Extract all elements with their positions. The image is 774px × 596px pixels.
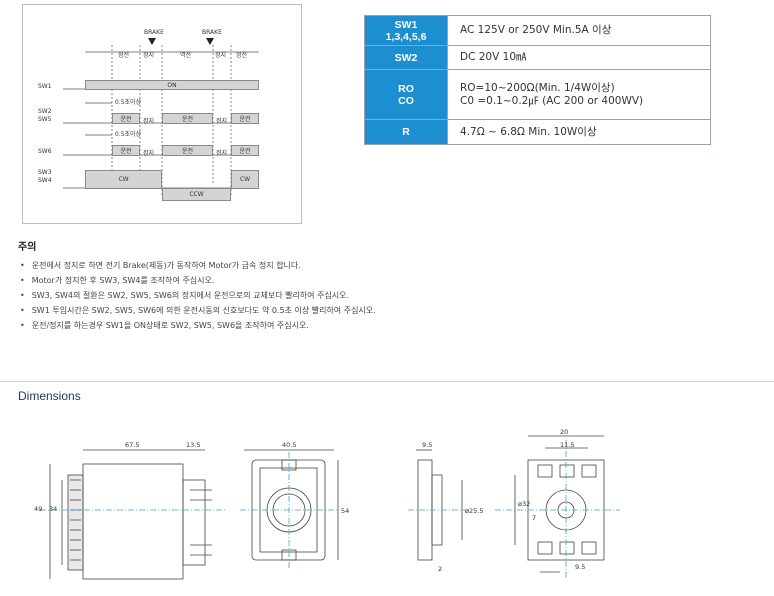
cw-bar-1: CW (85, 170, 162, 189)
phase-reverse: 역전 (180, 52, 192, 59)
dim-socket-top-bottom: 9.5 (575, 563, 586, 571)
sw6-run-1: 운전 (112, 145, 140, 156)
sw5-stop-2: 정지 (216, 118, 228, 125)
sw6-stop-1: 정지 (143, 150, 155, 157)
dim-side-inner: 34 (49, 505, 58, 513)
dim-front-width: 40.5 (282, 441, 297, 449)
dim-socket-top-width: 20 (560, 428, 569, 436)
dim-side-pins: 13.5 (186, 441, 201, 449)
signal-sw4: SW4 (38, 177, 52, 184)
ccw-bar: CCW (162, 188, 231, 201)
sw1-on-bar: ON (85, 80, 259, 90)
phase-stop-1: 정지 (143, 52, 155, 59)
dimensions-title: Dimensions (18, 389, 81, 403)
dim-socket-side-width: 9.5 (422, 441, 433, 449)
sw5-run-2: 운전 (162, 113, 213, 124)
dim-side-height: 49 (34, 505, 43, 513)
notes-list: 운전에서 정지로 하면 전기 Brake(제동)가 동작하여 Motor가 급속… (18, 258, 376, 333)
delay-label-2: 0.5초이상 (115, 131, 142, 138)
signal-sw1: SW1 (38, 83, 52, 90)
timing-chart: BRAKE BRAKE 정전 정지 역전 정지 정전 SW1 ON SW2 SW… (22, 4, 302, 224)
dim-socket-top-dia: ø32 (518, 500, 531, 508)
spec-row-sw2: SW2 DC 20V 10㎃ (364, 45, 711, 70)
dim-socket-side-dia: ø25.5 (465, 507, 484, 515)
spec-value: DC 20V 10㎃ (447, 45, 711, 70)
dimension-drawings (40, 435, 620, 580)
spec-key: R (364, 119, 448, 145)
sw5-stop-1: 정지 (143, 118, 155, 125)
sw6-stop-2: 정지 (216, 150, 228, 157)
spec-value: 4.7Ω ~ 6.8Ω Min. 10W이상 (447, 119, 711, 145)
spec-row-r: R 4.7Ω ~ 6.8Ω Min. 10W이상 (364, 119, 711, 145)
note-item: SW3, SW4의 절환은 SW2, SW5, SW6의 정지에서 운전으로의 … (18, 288, 376, 303)
notes-title: 주의 (18, 242, 37, 253)
cw-bar-2: CW (231, 170, 259, 189)
spec-key: SW2 (364, 45, 448, 70)
spec-value: RO=10~200Ω(Min. 1/4W이상)C0 =0.1~0.2㎌ (AC … (447, 69, 711, 120)
section-divider (0, 381, 774, 382)
phase-forward-2: 정전 (236, 52, 248, 59)
signal-sw3: SW3 (38, 169, 52, 176)
note-item: 운전/정지를 하는경우 SW1을 ON상태로 SW2, SW5, SW6을 조작… (18, 318, 376, 333)
note-item: SW1 투입시간은 SW2, SW5, SW6에 의한 운전시동의 신호보다도 … (18, 303, 376, 318)
sw5-run-3: 운전 (231, 113, 259, 124)
delay-label-1: 0.5초이상 (115, 99, 142, 106)
signal-sw6: SW6 (38, 148, 52, 155)
dim-socket-top-pitch: 11.5 (560, 441, 575, 449)
brake-label-2: BRAKE (202, 29, 222, 36)
sw6-run-3: 운전 (231, 145, 259, 156)
sw6-run-2: 운전 (162, 145, 213, 156)
brake-label-1: BRAKE (144, 29, 164, 36)
signal-sw5: SW5 (38, 116, 52, 123)
note-item: Motor가 정지한 후 SW3, SW4를 조작하여 주십시오. (18, 273, 376, 288)
note-item: 운전에서 정지로 하면 전기 Brake(제동)가 동작하여 Motor가 급속… (18, 258, 376, 273)
spec-value: AC 125V or 250V Min.5A 이상 (447, 15, 711, 46)
dim-socket-side-bottom: 2 (438, 565, 443, 573)
dim-side-length: 67.5 (125, 441, 140, 449)
signal-sw2: SW2 (38, 108, 52, 115)
dim-front-height: 54 (341, 507, 350, 515)
phase-stop-2: 정지 (215, 52, 227, 59)
dim-socket-top-offset: 7 (532, 514, 537, 522)
phase-forward: 정전 (118, 52, 130, 59)
sw5-run-1: 운전 (112, 113, 140, 124)
